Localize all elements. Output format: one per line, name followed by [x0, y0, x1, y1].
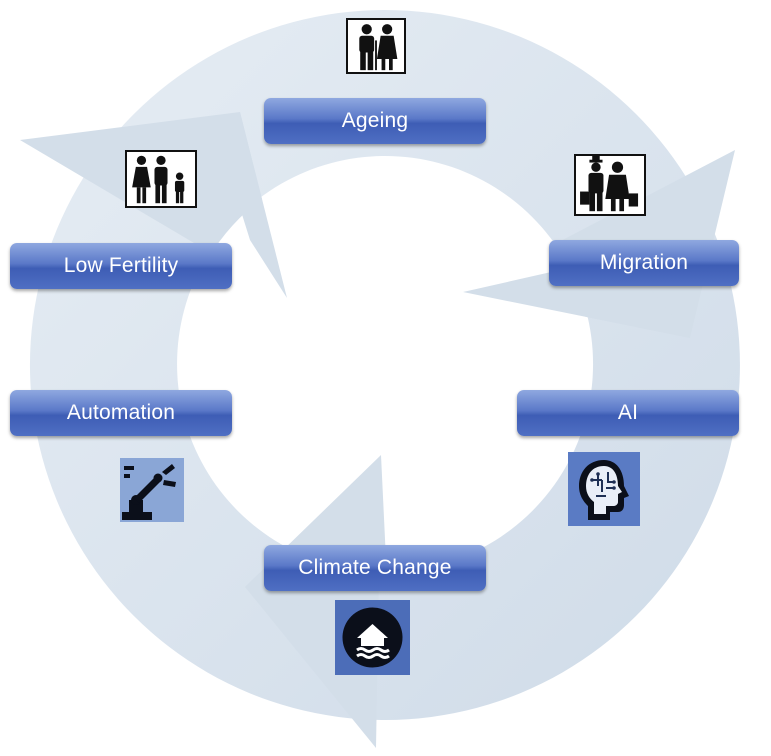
- migrants-with-luggage-icon: [574, 154, 646, 216]
- ai-label: AI: [517, 390, 739, 436]
- ring-hole: [179, 158, 591, 570]
- migration-label: Migration: [549, 240, 739, 286]
- ageing-label: Ageing: [264, 98, 486, 144]
- robot-arm-icon: [120, 458, 184, 522]
- family-icon: [125, 150, 197, 208]
- ai-head-circuit-icon: [568, 452, 640, 526]
- low-fertility-label: Low Fertility: [10, 243, 232, 289]
- automation-label: Automation: [10, 390, 232, 436]
- elderly-couple-icon: [346, 18, 406, 74]
- climate-change-label: Climate Change: [264, 545, 486, 591]
- flooded-house-icon: [335, 600, 410, 675]
